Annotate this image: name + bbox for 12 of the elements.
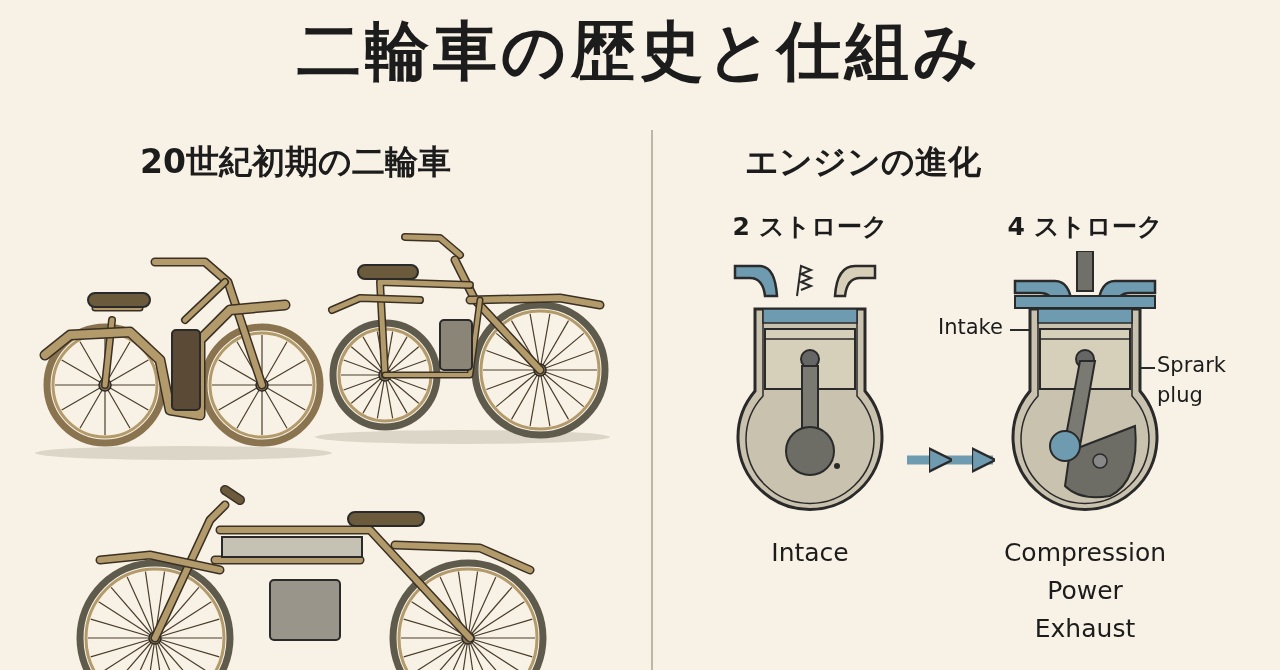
stroke-label: Intace <box>770 537 850 569</box>
section-heading: 20世紀初期の二輪車 <box>140 141 451 183</box>
arrow <box>907 447 995 473</box>
callout-label: Sprark plug <box>1157 352 1227 409</box>
section-heading: エンジンの進化 <box>745 141 981 183</box>
stroke-label: Power <box>1046 575 1124 607</box>
engine-heading: 2 ストローク <box>731 211 889 243</box>
engine-heading: 4 ストローク <box>1006 211 1164 243</box>
stroke-label: Exhaust <box>1033 613 1137 645</box>
callout-label: Intake <box>938 314 1004 341</box>
stroke-label: Compression <box>1002 537 1168 569</box>
title: 二輪車の歴史と仕組み <box>296 13 984 90</box>
